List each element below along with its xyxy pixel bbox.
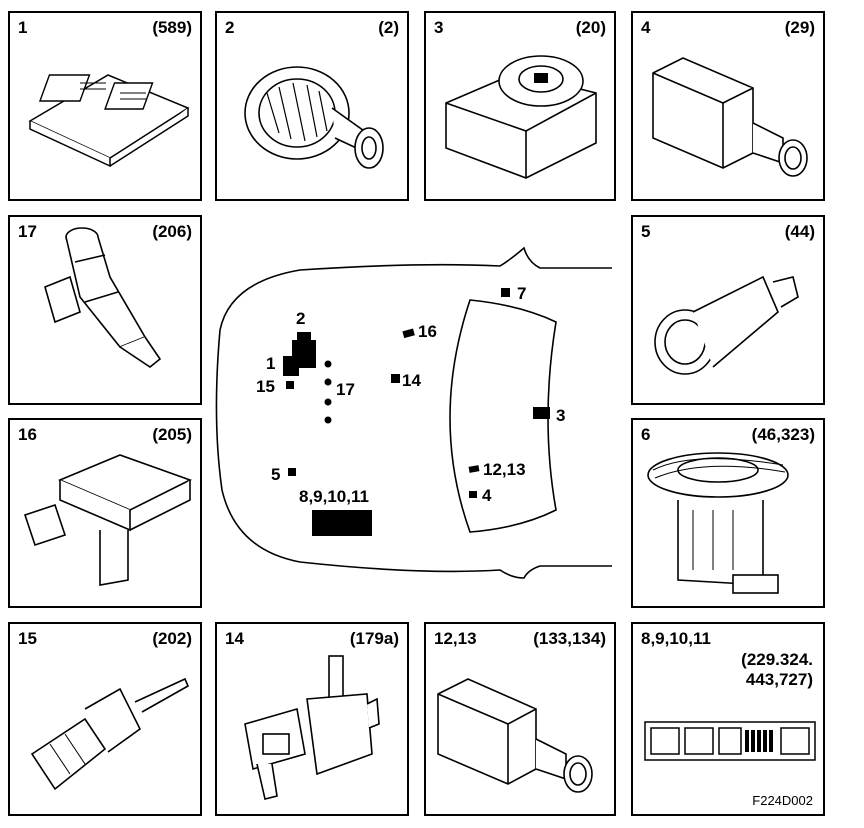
marker-1 [283,356,299,376]
label-7: 7 [517,284,527,303]
marker-4 [469,491,477,498]
panel-component-12-13: 12,13 (133,134) [424,622,616,816]
label-15: 15 [256,377,275,396]
marker-17-c [324,398,332,406]
panel-reference: (20) [575,18,606,37]
ignition-switch-icon [445,55,597,179]
panel-component-5: 5 (44) [631,215,825,405]
panel-number: 12,13 [434,629,477,648]
panel-number: 5 [641,222,651,241]
panel-number: 16 [18,425,37,444]
relay-box-icon [644,721,816,761]
panel-number: 17 [18,222,37,241]
label-5: 5 [271,465,281,484]
marker-5 [288,468,296,476]
marker-12-13 [468,465,480,473]
marker-17-b [324,378,332,386]
alternator-icon [244,66,384,169]
fuel-injector-icon [44,227,162,368]
panel-number: 4 [641,18,651,37]
panel-component-14: 14 (179a) [215,622,409,816]
panel-reference: (589) [152,18,192,37]
marker-8-11 [312,510,372,536]
marker-17-d [324,416,332,424]
panel-reference: (46,323) [751,425,815,444]
label-3: 3 [556,406,566,425]
label-1: 1 [266,354,276,373]
panel-number: 2 [225,18,235,37]
marker-14 [391,374,400,383]
panel-reference: (44) [784,222,815,241]
panel-reference: (202) [152,629,192,648]
pressure-sensor-icon [654,275,799,375]
panel-component-4: 4 (29) [631,11,825,201]
fuel-pump-icon [647,452,789,594]
panel-reference: (133,134) [533,629,606,648]
panel-component-8-11: 8,9,10,11 (229.324. 443,727) F224D002 [631,622,825,816]
marker-17-a [324,360,332,368]
control-module-icon [28,74,190,168]
figure-code: F224D002 [752,793,813,808]
label-2: 2 [296,309,306,328]
panel-reference-line-2: 443,727) [745,670,813,689]
label-12-13: 12,13 [483,460,526,479]
temperature-sensor-icon [30,677,190,791]
label-4: 4 [482,486,492,505]
panel-number: 1 [18,18,28,37]
panel-component-6: 6 (46,323) [631,418,825,608]
pedal-switch-icon [437,678,593,793]
windshield-outline [449,299,557,533]
panel-number: 14 [225,629,244,648]
marker-3 [533,407,550,419]
panel-component-15: 15 (202) [8,622,202,816]
panel-number: 3 [434,18,444,37]
solenoid-valve-icon [244,655,380,800]
air-flow-sensor-icon [23,454,193,586]
panel-component-16: 16 (205) [8,418,202,608]
panel-number: 8,9,10,11 [641,629,711,648]
panel-component-3: 3 (20) [424,11,616,201]
brake-switch-icon [652,57,808,177]
panel-component-2: 2 (2) [215,11,409,201]
label-8-11: 8,9,10,11 [299,487,369,506]
car-body-outline [215,246,612,579]
marker-15 [286,381,294,389]
marker-7 [501,288,510,297]
panel-component-1: 1 (589) [8,11,202,201]
panel-reference: (206) [152,222,192,241]
panel-number: 6 [641,425,651,444]
panel-reference-line-1: (229.324. [741,650,813,669]
label-16: 16 [418,322,437,341]
panel-reference: (205) [152,425,192,444]
panel-reference: (179a) [349,629,399,648]
marker-16 [402,328,415,339]
marker-2 [297,332,311,340]
panel-component-17: 17 (206) [8,215,202,405]
label-14: 14 [402,371,421,390]
panel-reference: (229.324. 443,727) [741,650,813,690]
panel-reference: (29) [784,18,815,37]
label-17: 17 [336,380,355,399]
panel-number: 15 [18,629,37,648]
panel-reference: (2) [378,18,399,37]
